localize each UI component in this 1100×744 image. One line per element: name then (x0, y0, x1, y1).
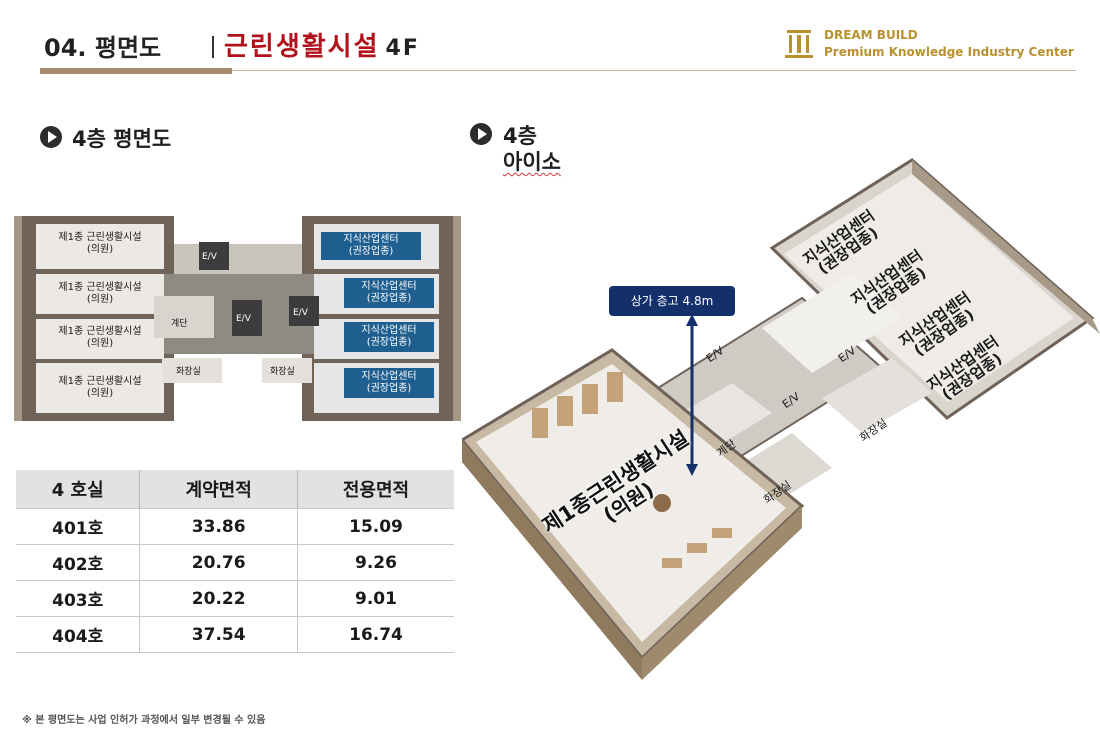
plan-room-name: 제1종 근린생활시설 (58, 376, 142, 387)
isometric-title: 4층 (503, 124, 537, 148)
footnote: ※ 본 평면도는 사업 인허가 과정에서 일부 변경될 수 있음 (22, 715, 266, 726)
plan-restroom-2: 화장실 (270, 367, 295, 377)
play-circle-icon (40, 126, 62, 148)
plan-room-name: 지식산업센터 (361, 325, 417, 336)
plan-room-sub: (의원) (86, 388, 114, 399)
dream-build-logo-icon (785, 30, 813, 58)
iso-ev-3: E/V (779, 389, 803, 412)
unit-cell: 403호 (16, 580, 140, 617)
isometric-subtitle: 아이소 (503, 150, 561, 174)
exclusive-area-cell: 16.74 (297, 616, 454, 653)
unit-cell: 401호 (16, 508, 140, 545)
iso-ev-1: E/V (703, 343, 727, 366)
office-label-1: 지식산업센터(권장업종) (800, 206, 886, 281)
plan-room-left-1: 제1종 근린생활시설(의원) (36, 232, 164, 256)
height-badge: 상가 층고 4.8m (630, 294, 714, 308)
iso-restroom-1: 화장실 (761, 478, 794, 507)
header-rule (40, 70, 1076, 71)
col-header-unit: 4 호실 (16, 470, 140, 509)
isometric-labels: 상가 층고 4.8m 제1종근린생활시설 (의원) 지식산업센터(권장업종) 지… (462, 158, 1100, 744)
plan-ev-3: E/V (293, 308, 308, 318)
floor-label: 4F (385, 36, 420, 61)
contract-area-cell: 20.76 (139, 544, 298, 581)
plan-room-name: 제1종 근린생활시설 (58, 326, 142, 337)
plan-room-sub: (권장업종) (366, 383, 412, 394)
floor-plan-labels: 제1종 근린생활시설(의원) 제1종 근린생활시설(의원) 제1종 근린생활시설… (14, 216, 461, 421)
floor-plan-drawing (14, 216, 461, 421)
col-header-exclusive-area: 전용면적 (297, 470, 454, 509)
plan-room-name: 지식산업센터 (361, 281, 417, 292)
table-row: 403호 20.22 9.01 (16, 580, 454, 617)
table-row: 401호 33.86 15.09 (16, 508, 454, 545)
unit-cell: 402호 (16, 544, 140, 581)
table-row: 402호 20.76 9.26 (16, 544, 454, 581)
plan-ev-2: E/V (236, 314, 251, 324)
floor-plan-title: 4층 평면도 (72, 127, 172, 151)
plan-stairs: 계단 (171, 319, 188, 329)
contract-area-cell: 33.86 (139, 508, 298, 545)
contract-area-cell: 20.22 (139, 580, 298, 617)
table-row: 404호 37.54 16.74 (16, 616, 454, 653)
table-header-row: 4 호실 계약면적 전용면적 (16, 470, 454, 509)
plan-room-name: 지식산업센터 (343, 234, 399, 245)
plan-room-left-2: 제1종 근린생활시설(의원) (36, 282, 164, 306)
clinic-label: 제1종근린생활시설 (의원) (525, 417, 719, 566)
contract-area-cell: 37.54 (139, 616, 298, 653)
iso-restroom-2: 화장실 (857, 416, 890, 445)
iso-ev-2: E/V (835, 343, 859, 366)
header-divider (212, 36, 214, 58)
plan-room-left-3: 제1종 근린생활시설(의원) (36, 326, 164, 350)
unit-cell: 404호 (16, 616, 140, 653)
plan-room-right-3: 지식산업센터(권장업종) (344, 325, 434, 349)
plan-room-sub: (권장업종) (366, 293, 412, 304)
plan-restroom-1: 화장실 (176, 367, 201, 377)
unit-area-table: 4 호실 계약면적 전용면적 401호 33.86 15.09 402호 20.… (16, 470, 454, 653)
plan-room-sub: (권장업종) (348, 246, 394, 257)
plan-room-right-2: 지식산업센터(권장업종) (344, 281, 434, 305)
play-circle-icon (470, 123, 492, 145)
brand-name: DREAM BUILD (824, 28, 918, 42)
plan-room-sub: (의원) (86, 294, 114, 305)
plan-room-left-4: 제1종 근린생활시설(의원) (36, 376, 164, 400)
col-header-contract-area: 계약면적 (139, 470, 298, 509)
exclusive-area-cell: 9.26 (297, 544, 454, 581)
brand-tagline: Premium Knowledge Industry Center (824, 45, 1074, 59)
plan-room-sub: (의원) (86, 244, 114, 255)
office-label-2: 지식산업센터(권장업종) (848, 246, 934, 321)
plan-room-right-1: 지식산업센터(권장업종) (321, 234, 421, 258)
header-accent-bar (40, 68, 232, 74)
exclusive-area-cell: 15.09 (297, 508, 454, 545)
section-number: 04. 평면도 (44, 34, 162, 62)
plan-room-sub: (권장업종) (366, 337, 412, 348)
page-title-text: 근린생활시설 (224, 32, 380, 62)
plan-room-name: 제1종 근린생활시설 (58, 232, 142, 243)
plan-room-right-4: 지식산업센터(권장업종) (344, 371, 434, 395)
plan-room-sub: (의원) (86, 338, 114, 349)
plan-ev-1: E/V (202, 252, 217, 262)
isometric-drawing (462, 158, 1100, 744)
plan-room-name: 지식산업센터 (361, 371, 417, 382)
plan-room-name: 제1종 근린생활시설 (58, 282, 142, 293)
exclusive-area-cell: 9.01 (297, 580, 454, 617)
